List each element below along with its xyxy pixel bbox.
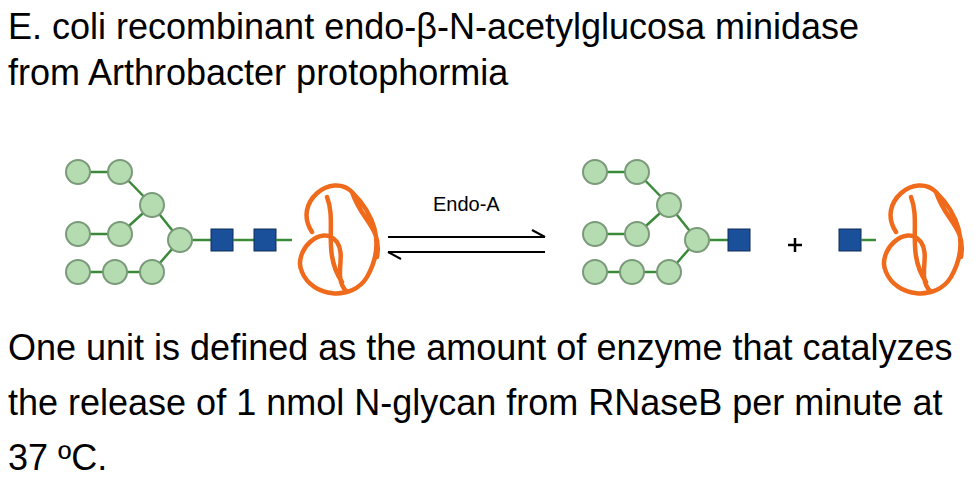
plus-sign	[788, 238, 802, 252]
title-text: E. coli recombinant endo-β-N-acetylgluco…	[8, 4, 938, 96]
protein	[300, 186, 378, 294]
equilibrium-arrows	[388, 230, 545, 259]
glycan	[66, 160, 233, 284]
caption-text: One unit is defined as the amount of enz…	[8, 320, 968, 485]
glycan	[583, 160, 750, 284]
protein	[884, 186, 962, 294]
enzyme-label: Endo-A	[430, 192, 503, 216]
